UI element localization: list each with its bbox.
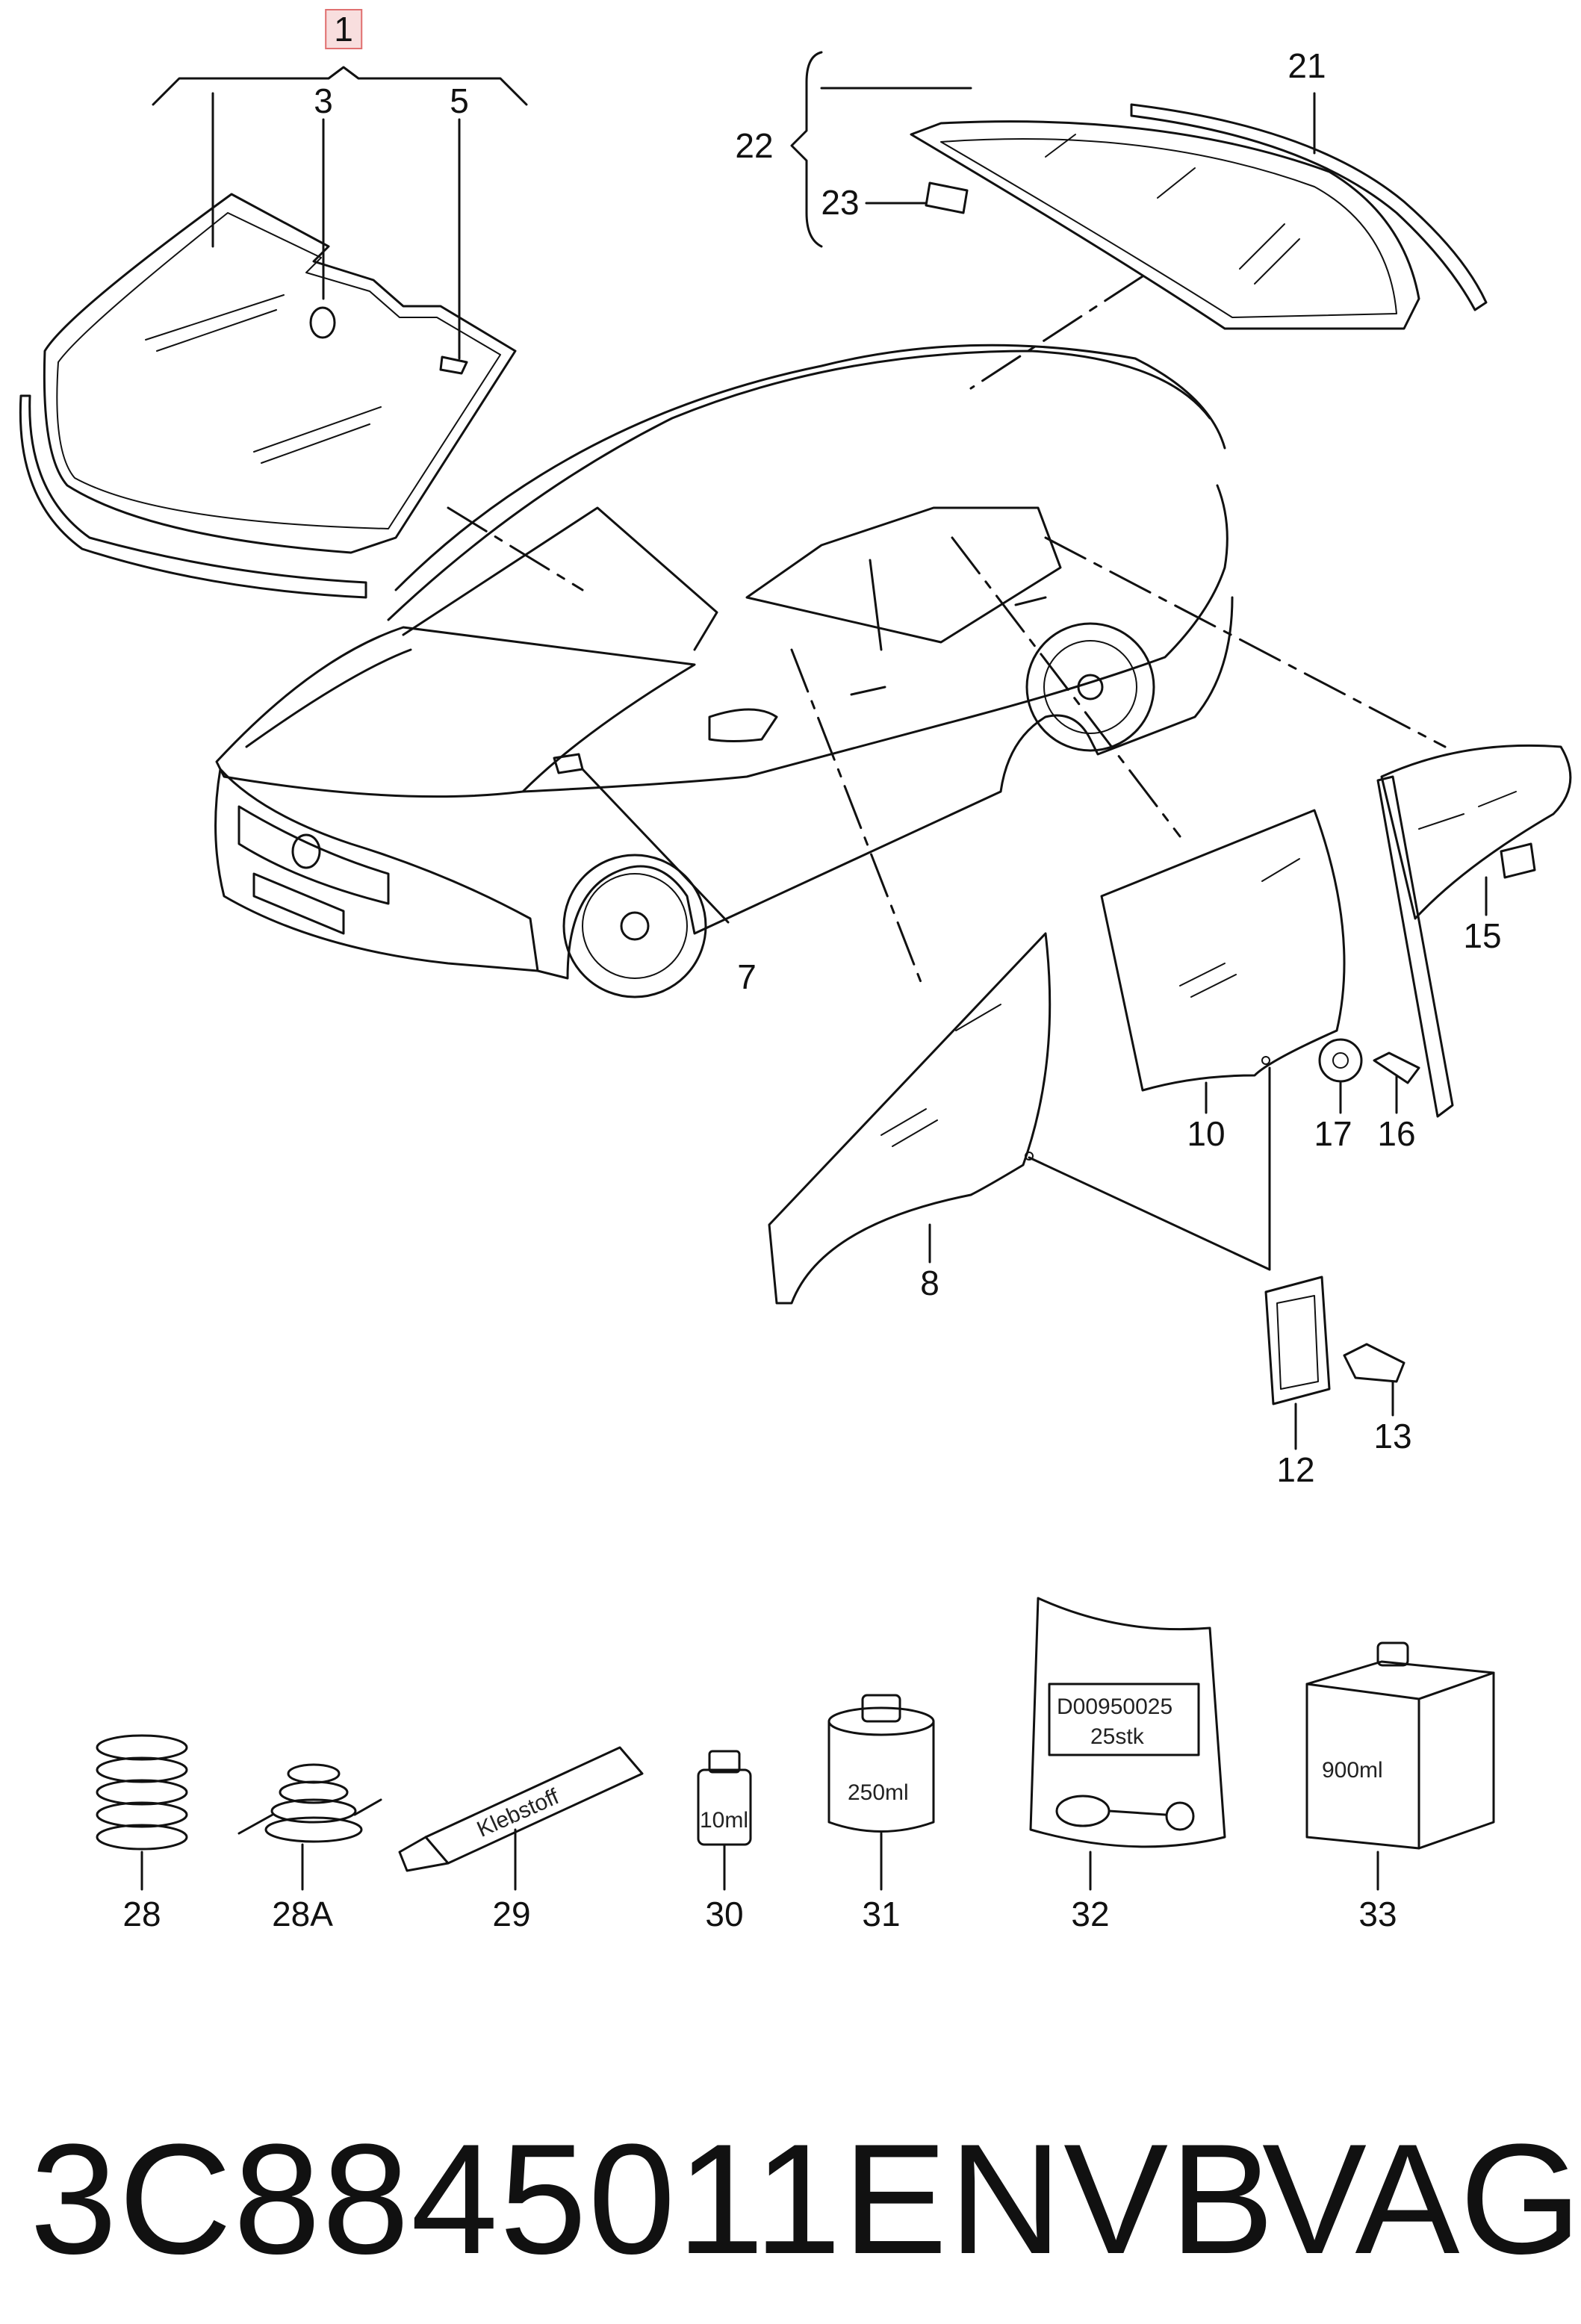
callout-10: 10 xyxy=(1187,1114,1226,1153)
callout-1: 1 xyxy=(325,9,362,49)
callout-8: 8 xyxy=(920,1264,939,1302)
callout-28: 28 xyxy=(122,1895,161,1933)
callout-15: 15 xyxy=(1463,916,1502,955)
callout-5: 5 xyxy=(450,81,469,120)
callout-21: 21 xyxy=(1288,46,1326,85)
windscreen-drawing xyxy=(19,66,528,599)
rear-window-drawing xyxy=(790,51,1488,390)
callout-22: 22 xyxy=(735,126,774,165)
callout-33: 33 xyxy=(1358,1895,1397,1933)
part-number: 3C8845011ENVB xyxy=(30,2111,1276,2287)
callout-31: 31 xyxy=(862,1895,901,1933)
tube-label: Klebstoff xyxy=(473,1784,563,1842)
callout-17: 17 xyxy=(1314,1114,1352,1153)
canister-label: 900ml xyxy=(1322,1758,1383,1783)
callout-3: 3 xyxy=(314,81,333,120)
callout-30: 30 xyxy=(705,1895,744,1933)
bag-label-line2: 25stk xyxy=(1090,1724,1145,1749)
callout-29: 29 xyxy=(492,1895,531,1933)
brand-name: VAG xyxy=(1262,2111,1581,2287)
callout-13: 13 xyxy=(1373,1417,1412,1455)
car-drawing xyxy=(214,344,1447,998)
callout-12: 12 xyxy=(1276,1450,1315,1489)
consumables-drawings xyxy=(96,1597,1495,1891)
can-label: 250ml xyxy=(848,1780,909,1805)
callout-16: 16 xyxy=(1377,1114,1416,1153)
callout-23: 23 xyxy=(821,183,860,222)
callout-7: 7 xyxy=(737,957,757,996)
callout-32: 32 xyxy=(1071,1895,1110,1933)
bag-label-line1: D00950025 xyxy=(1057,1694,1172,1719)
door-glass-drawings xyxy=(768,744,1572,1450)
callout-28a: 28A xyxy=(272,1895,333,1933)
small-bottle-label: 10ml xyxy=(700,1808,748,1833)
